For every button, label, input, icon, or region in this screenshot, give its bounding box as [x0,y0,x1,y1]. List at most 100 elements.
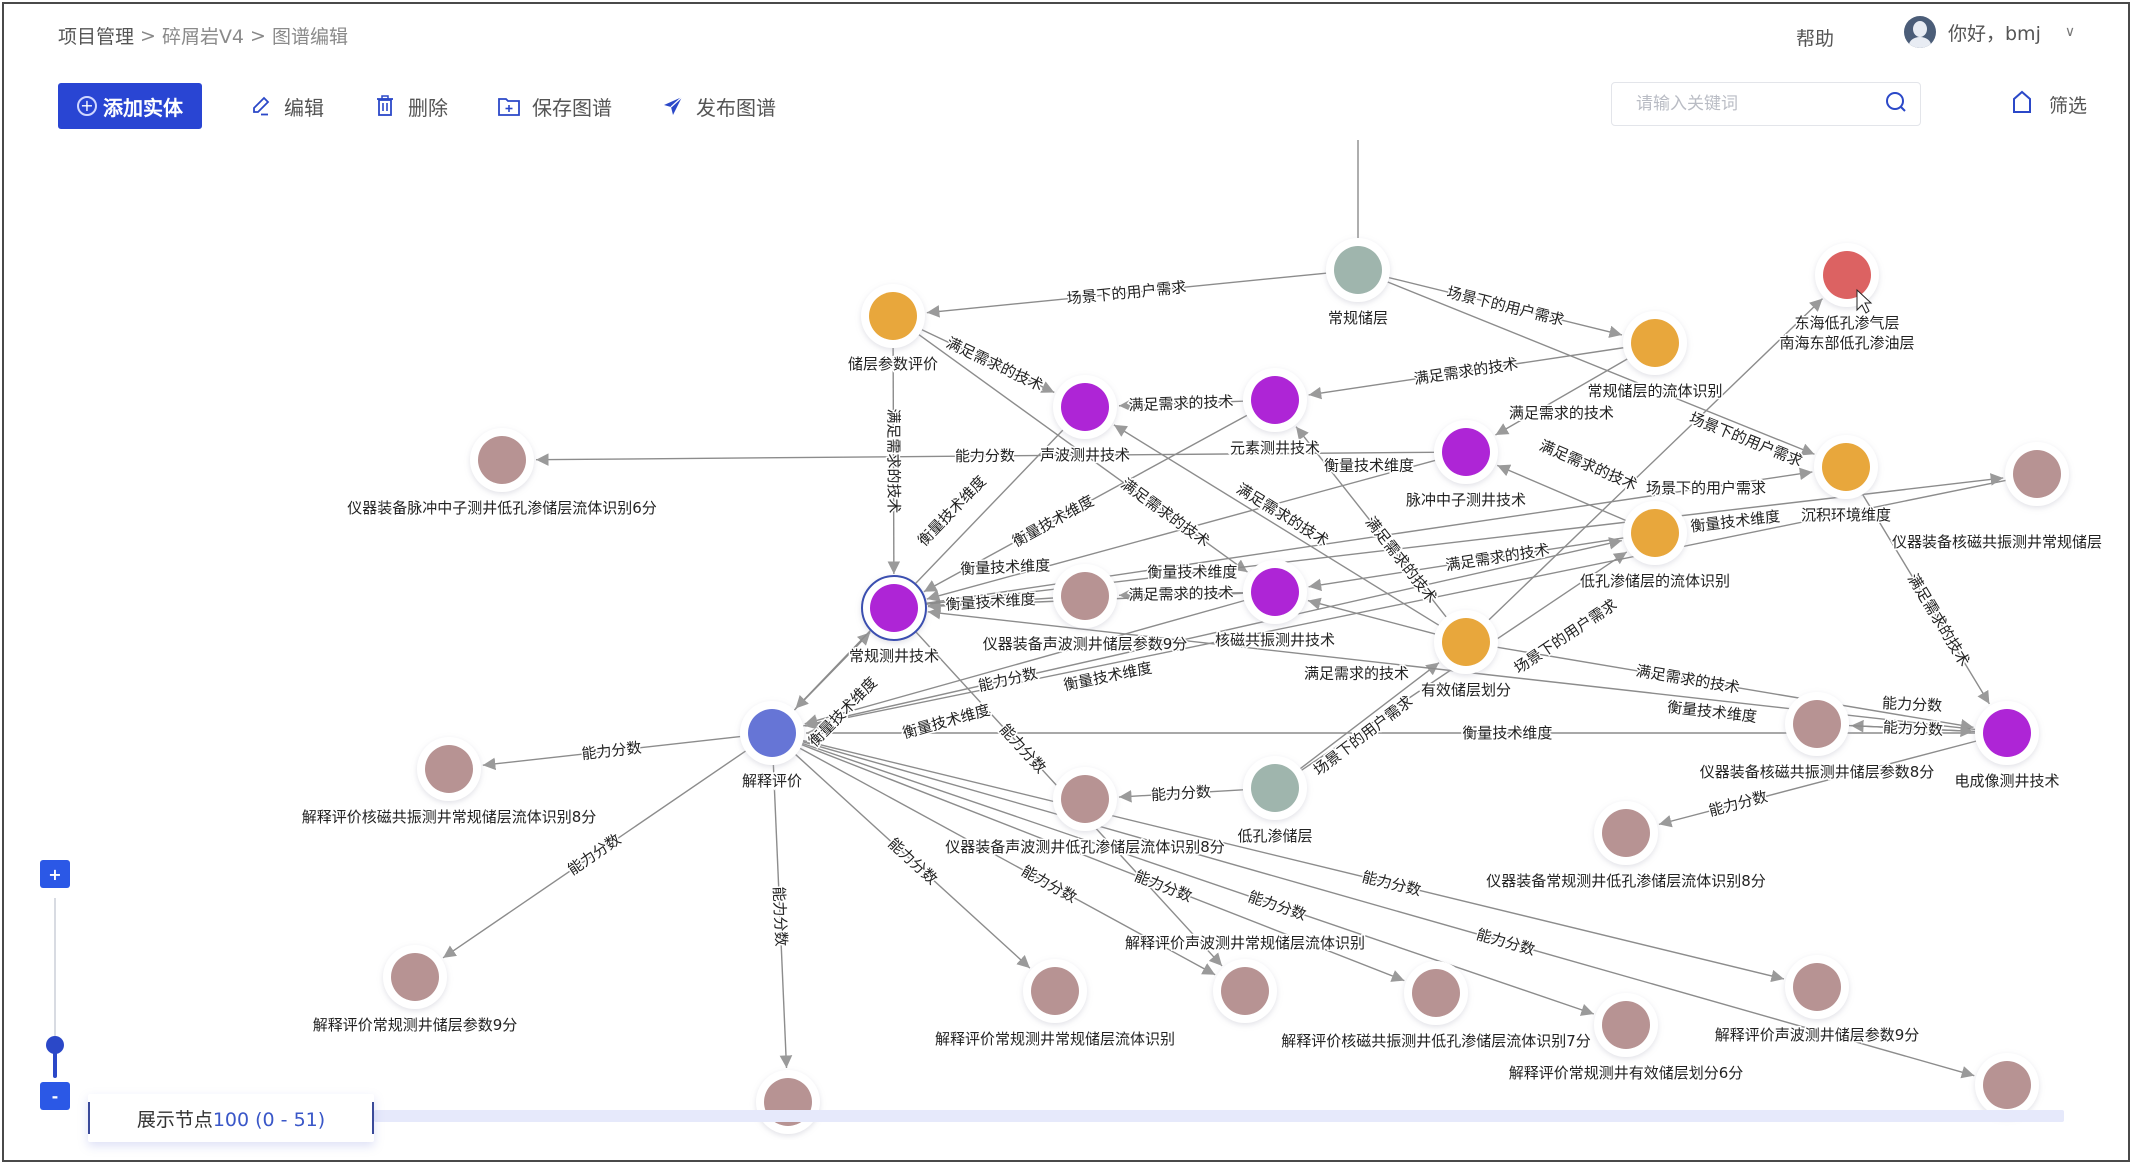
graph-edge[interactable] [795,754,1031,969]
help-link[interactable]: 帮助 [1796,28,1835,50]
graph-edge[interactable] [921,329,1055,394]
node-circle[interactable] [1822,443,1870,491]
graph-node[interactable]: 核磁共振测井技术 [1213,560,1337,651]
node-circle[interactable] [1793,700,1841,748]
graph-edge[interactable] [887,347,901,575]
graph-edge[interactable] [1658,740,1977,828]
graph-edge[interactable] [1497,646,1974,732]
graph-node[interactable]: 低孔渗储层 [1236,756,1314,847]
node-circle[interactable] [869,292,917,340]
node-circle[interactable] [1251,568,1299,616]
graph-edge[interactable] [801,744,1405,982]
graph-edge[interactable] [795,429,1064,709]
graph-edge[interactable] [482,735,741,771]
edit-button[interactable]: 编辑 [250,92,324,121]
graph-node[interactable]: 解释评价核磁共振测井常规储层流体识别8分 [300,737,598,828]
node-circle[interactable] [1602,809,1650,857]
graph-edge[interactable] [1495,358,1628,436]
node-circle[interactable] [1823,251,1871,299]
node-circle[interactable] [1983,1061,2031,1109]
node-circle[interactable] [1983,709,2031,757]
graph-node[interactable] [756,1070,820,1134]
graph-node[interactable]: 元素测井技术 [1228,368,1322,459]
node-circle[interactable] [391,953,439,1001]
zoom-slider-track[interactable] [54,898,56,1078]
graph-edge[interactable] [1861,494,1990,705]
graph-edge[interactable] [799,747,1216,976]
graph-edge[interactable] [803,537,1622,727]
node-circle[interactable] [1412,969,1460,1017]
graph-edge[interactable] [926,459,1436,602]
graph-edge[interactable] [802,741,1975,1079]
graph-node[interactable]: 常规储层 [1326,238,1390,329]
graph-node[interactable]: 有效储层划分 [1419,610,1513,701]
graph-node[interactable]: 解释评价 [740,701,804,792]
node-circle[interactable] [425,745,473,793]
node-circle[interactable] [1031,967,1079,1015]
node-circle[interactable] [870,584,918,632]
graph-node[interactable]: 解释评价核磁共振测井低孔渗储层流体识别7分 [1280,961,1592,1052]
delete-button[interactable]: 删除 [374,92,448,121]
horizontal-scrollbar[interactable] [374,1110,2064,1122]
graph-edge[interactable] [923,414,1248,593]
graph-node[interactable]: 脉冲中子测井技术 [1404,420,1528,511]
graph-node[interactable]: 解释评价常规测井常规储层流体识别 [933,959,1177,1050]
graph-node[interactable]: 低孔渗储层的流体识别 [1578,501,1732,592]
node-circle[interactable] [748,709,796,757]
graph-node[interactable] [1975,1053,2039,1117]
graph-node[interactable]: 常规储层的流体识别 [1586,311,1724,402]
zoom-slider-handle[interactable] [46,1036,64,1054]
node-circle[interactable] [1221,967,1269,1015]
save-graph-button[interactable]: 保存图谱 [498,92,612,121]
graph-edge[interactable] [1299,662,1440,770]
node-circle[interactable] [1061,383,1109,431]
node-circle[interactable] [1251,764,1299,812]
graph-node[interactable]: 储层参数评价 [846,284,940,375]
node-circle[interactable] [1334,246,1382,294]
add-entity-button[interactable]: + 添加实体 [58,83,202,129]
graph-node[interactable]: 仪器装备脉冲中子测井低孔渗储层流体识别6分 [346,428,658,519]
graph-node[interactable]: 解释评价声波测井常规储层流体识别 [1123,933,1367,1023]
graph-edge[interactable] [918,334,1248,573]
graph-node[interactable]: 仪器装备声波测井低孔渗储层流体识别8分 [944,767,1226,858]
node-count-value[interactable]: 100 (0 - 51) [212,1108,326,1131]
node-circle[interactable] [1631,319,1679,367]
graph-edge[interactable] [802,739,1785,983]
graph-edge[interactable] [926,272,1327,318]
graph-edge[interactable] [1488,298,1823,621]
graph-node[interactable]: 沉积环境维度 [1799,435,1893,526]
breadcrumb-item-version[interactable]: 碎屑岩V4 [161,26,245,48]
node-circle[interactable] [478,436,526,484]
zoom-out-button[interactable]: - [40,1082,70,1110]
search-input[interactable] [1634,93,1884,115]
graph-node[interactable]: 仪器装备核磁共振测井常规储层 [1890,442,2104,553]
node-circle[interactable] [1602,1001,1650,1049]
graph-edge[interactable] [1118,588,1244,602]
node-circle[interactable] [2013,450,2061,498]
graph-edge[interactable] [1118,789,1244,803]
graph-edge[interactable] [1307,597,1436,635]
node-circle[interactable] [1251,376,1299,424]
zoom-in-button[interactable]: + [40,860,70,888]
graph-node[interactable]: 解释评价常规测井有效储层划分6分 [1507,993,1745,1084]
node-circle[interactable] [1442,428,1490,476]
graph-node[interactable]: 声波测井技术 [1038,375,1132,466]
graph-node[interactable]: 解释评价声波测井储层参数9分 [1713,955,1921,1046]
graph-node[interactable]: 常规测井技术 [847,575,941,667]
graph-edge[interactable] [1388,276,1623,338]
graph-edge[interactable] [442,750,746,959]
user-menu[interactable]: 你好，bmj ∨ [1904,16,2075,48]
graph-edge[interactable] [804,599,1245,727]
node-circle[interactable] [1442,618,1490,666]
graph-canvas[interactable]: 常规储层储层参数评价 东海低孔渗气层南海东部低孔渗油层常规储层的流体识别声波测井技… [0,140,2134,1140]
graph-edge[interactable] [927,597,1054,612]
node-circle[interactable] [1061,775,1109,823]
graph-node[interactable]: 解释评价常规测井储层参数9分 [311,945,519,1036]
node-circle[interactable] [1631,509,1679,557]
graph-edge[interactable] [1387,281,1815,456]
graph-node[interactable]: 仪器装备常规测井低孔渗储层流体识别8分 [1485,801,1767,892]
graph-edge[interactable] [1118,398,1244,412]
graph-edge[interactable] [1295,426,1447,618]
